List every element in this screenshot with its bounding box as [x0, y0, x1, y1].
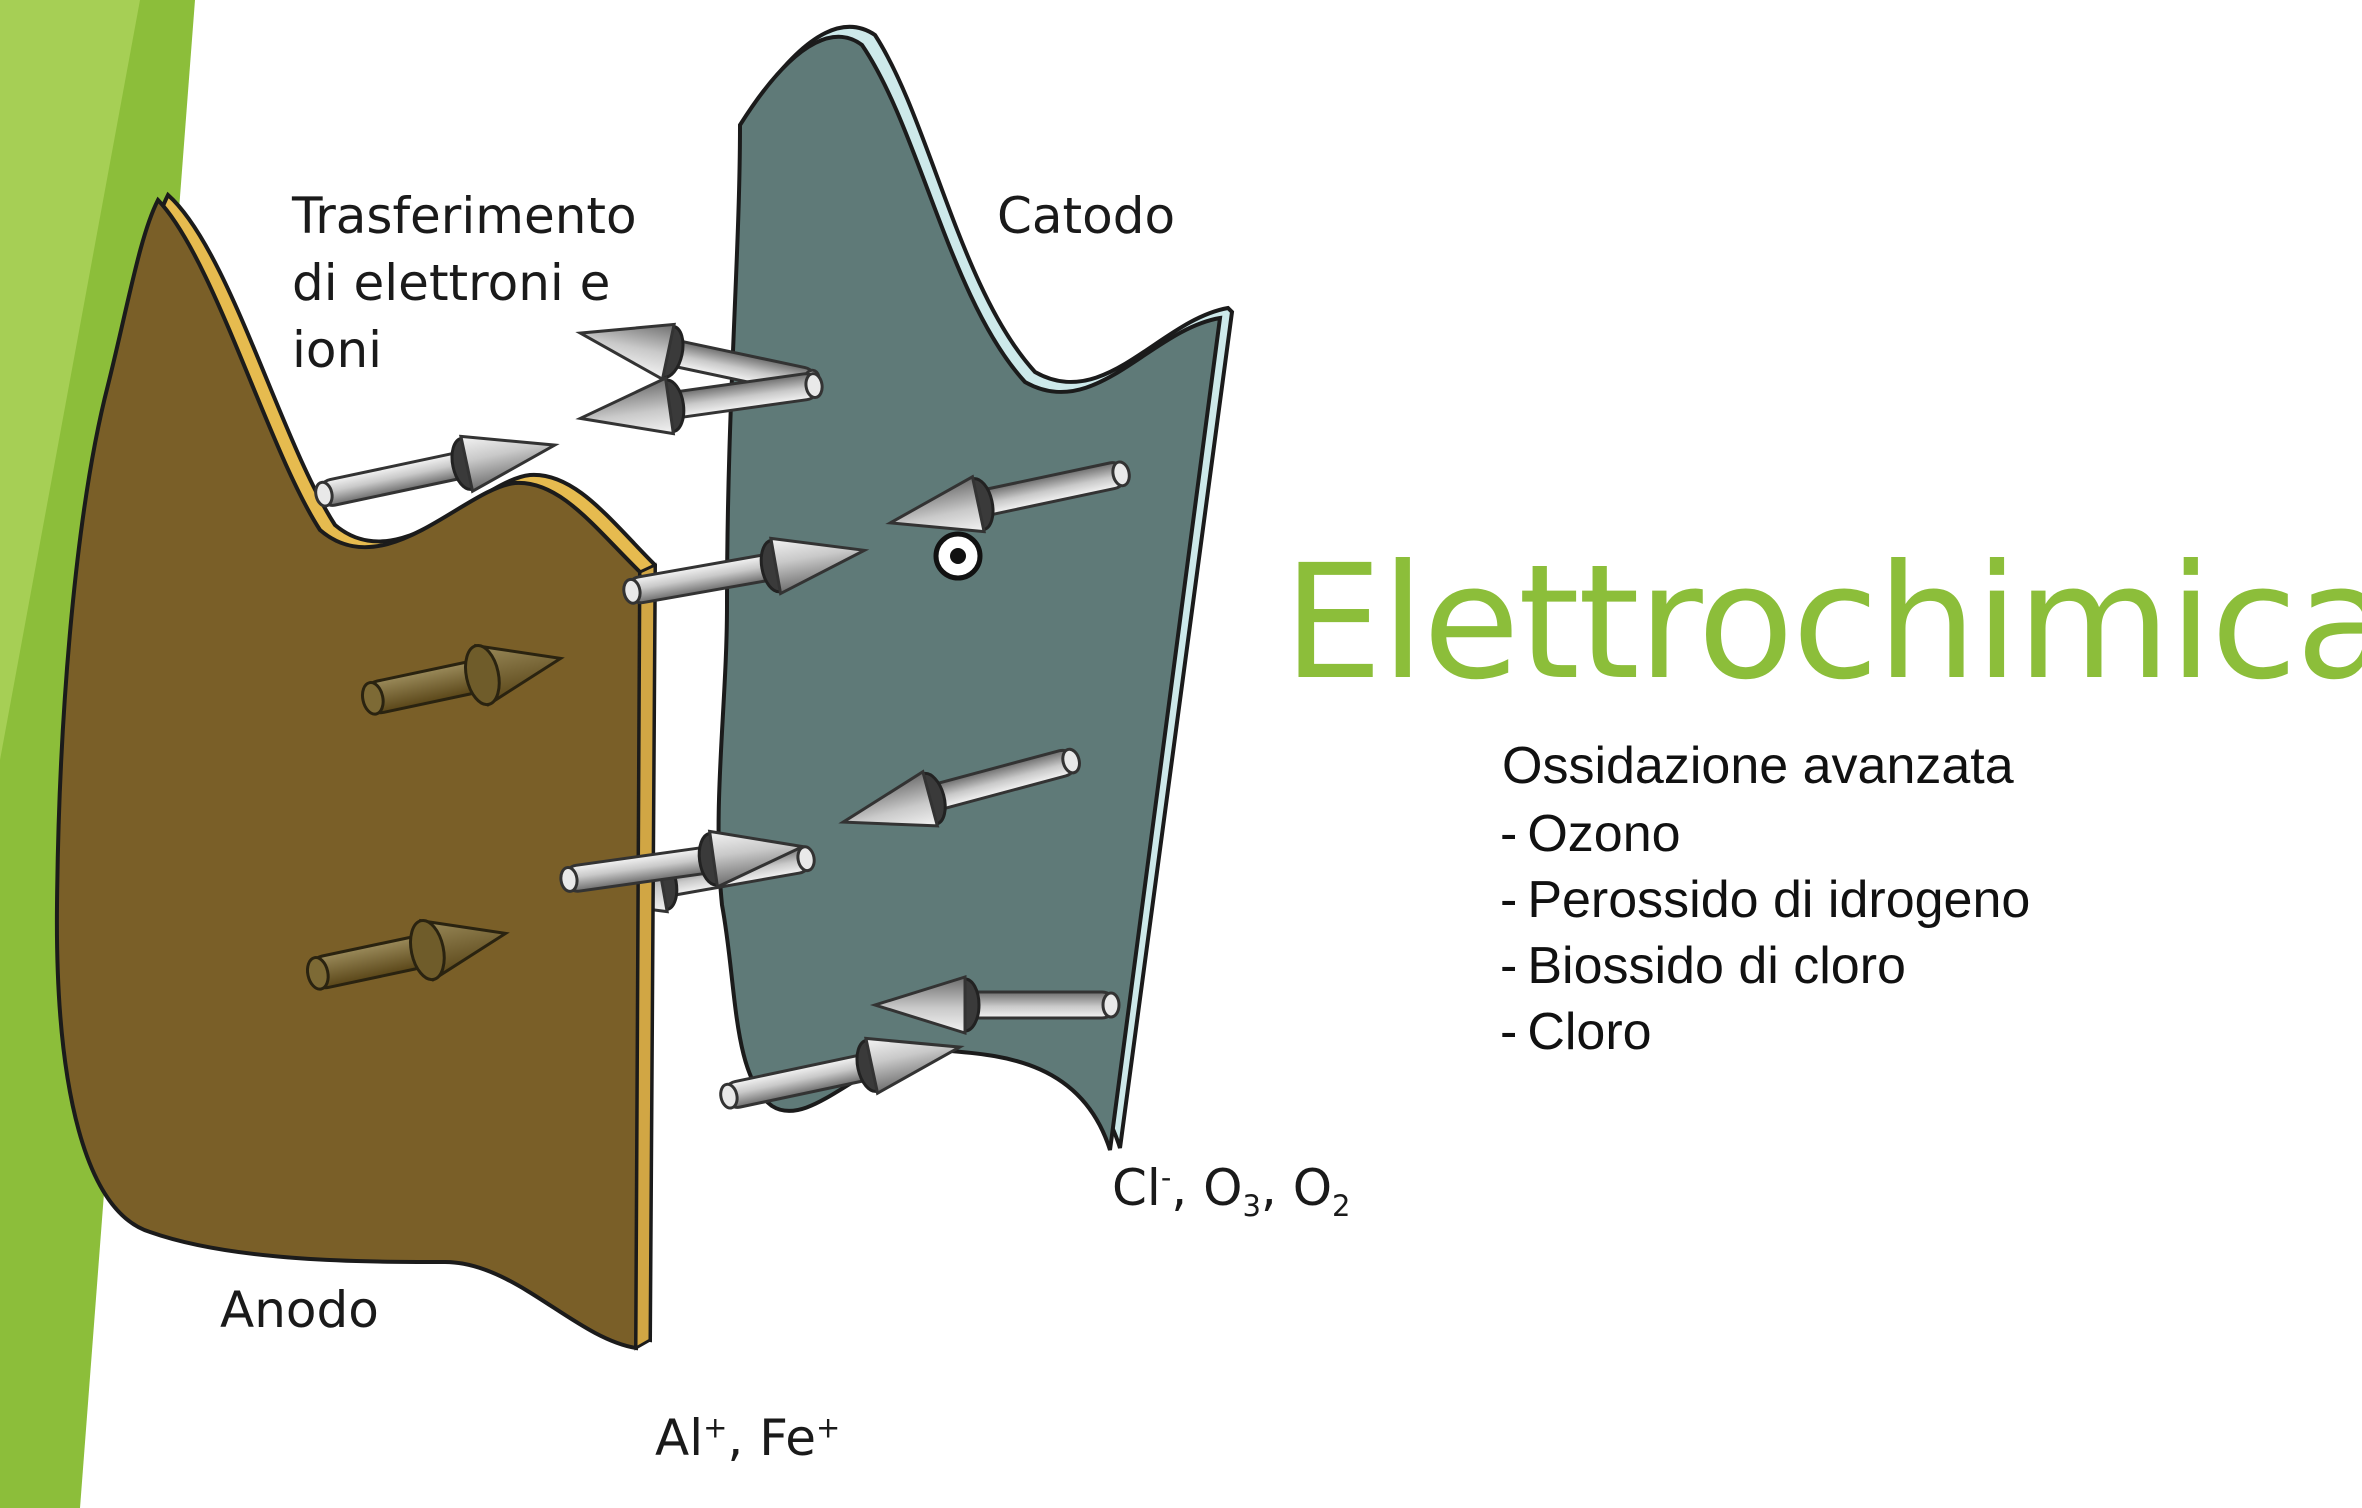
cathode-arrows — [567, 304, 1137, 1035]
transfer-label-line-3: ioni — [292, 321, 383, 379]
species-cl-charge: - — [1160, 1160, 1172, 1195]
species-o3: O — [1203, 1159, 1243, 1217]
transfer-label-line-1: Trasferimento — [292, 187, 637, 245]
cathode-species-label: Cl-, O3, O2 — [1112, 1159, 1351, 1223]
species-cl: Cl — [1112, 1159, 1161, 1217]
species-al-charge: + — [703, 1410, 728, 1445]
processes-heading: Ossidazione avanzata — [1502, 737, 2014, 795]
process-item: -Cloro — [1500, 1003, 1652, 1061]
process-item: -Biossido di cloro — [1500, 937, 1906, 995]
process-item: -Perossido di idrogeno — [1500, 871, 2031, 929]
species-al: Al — [655, 1409, 704, 1467]
transfer-label-line-2: di elettroni e — [292, 254, 611, 312]
anode-plate — [54, 191, 658, 1351]
cathode-label: Catodo — [997, 187, 1176, 245]
species-o3-subscript: 3 — [1242, 1189, 1261, 1223]
species-o2-subscript: 2 — [1332, 1189, 1351, 1223]
species-fe-charge: + — [816, 1410, 841, 1445]
species-o2: O — [1292, 1159, 1333, 1217]
processes-list: -Ozono -Perossido di idrogeno -Biossido … — [1500, 801, 2030, 1065]
transfer-label: Trasferimento di elettroni e ioni — [292, 183, 637, 384]
species-fe: Fe — [759, 1409, 817, 1467]
anode-label: Anodo — [220, 1281, 379, 1339]
anode-species-label: Al+, Fe+ — [655, 1409, 841, 1467]
process-item: -Ozono — [1500, 805, 1681, 863]
slide-title: Elettrochimica — [1283, 531, 2362, 715]
